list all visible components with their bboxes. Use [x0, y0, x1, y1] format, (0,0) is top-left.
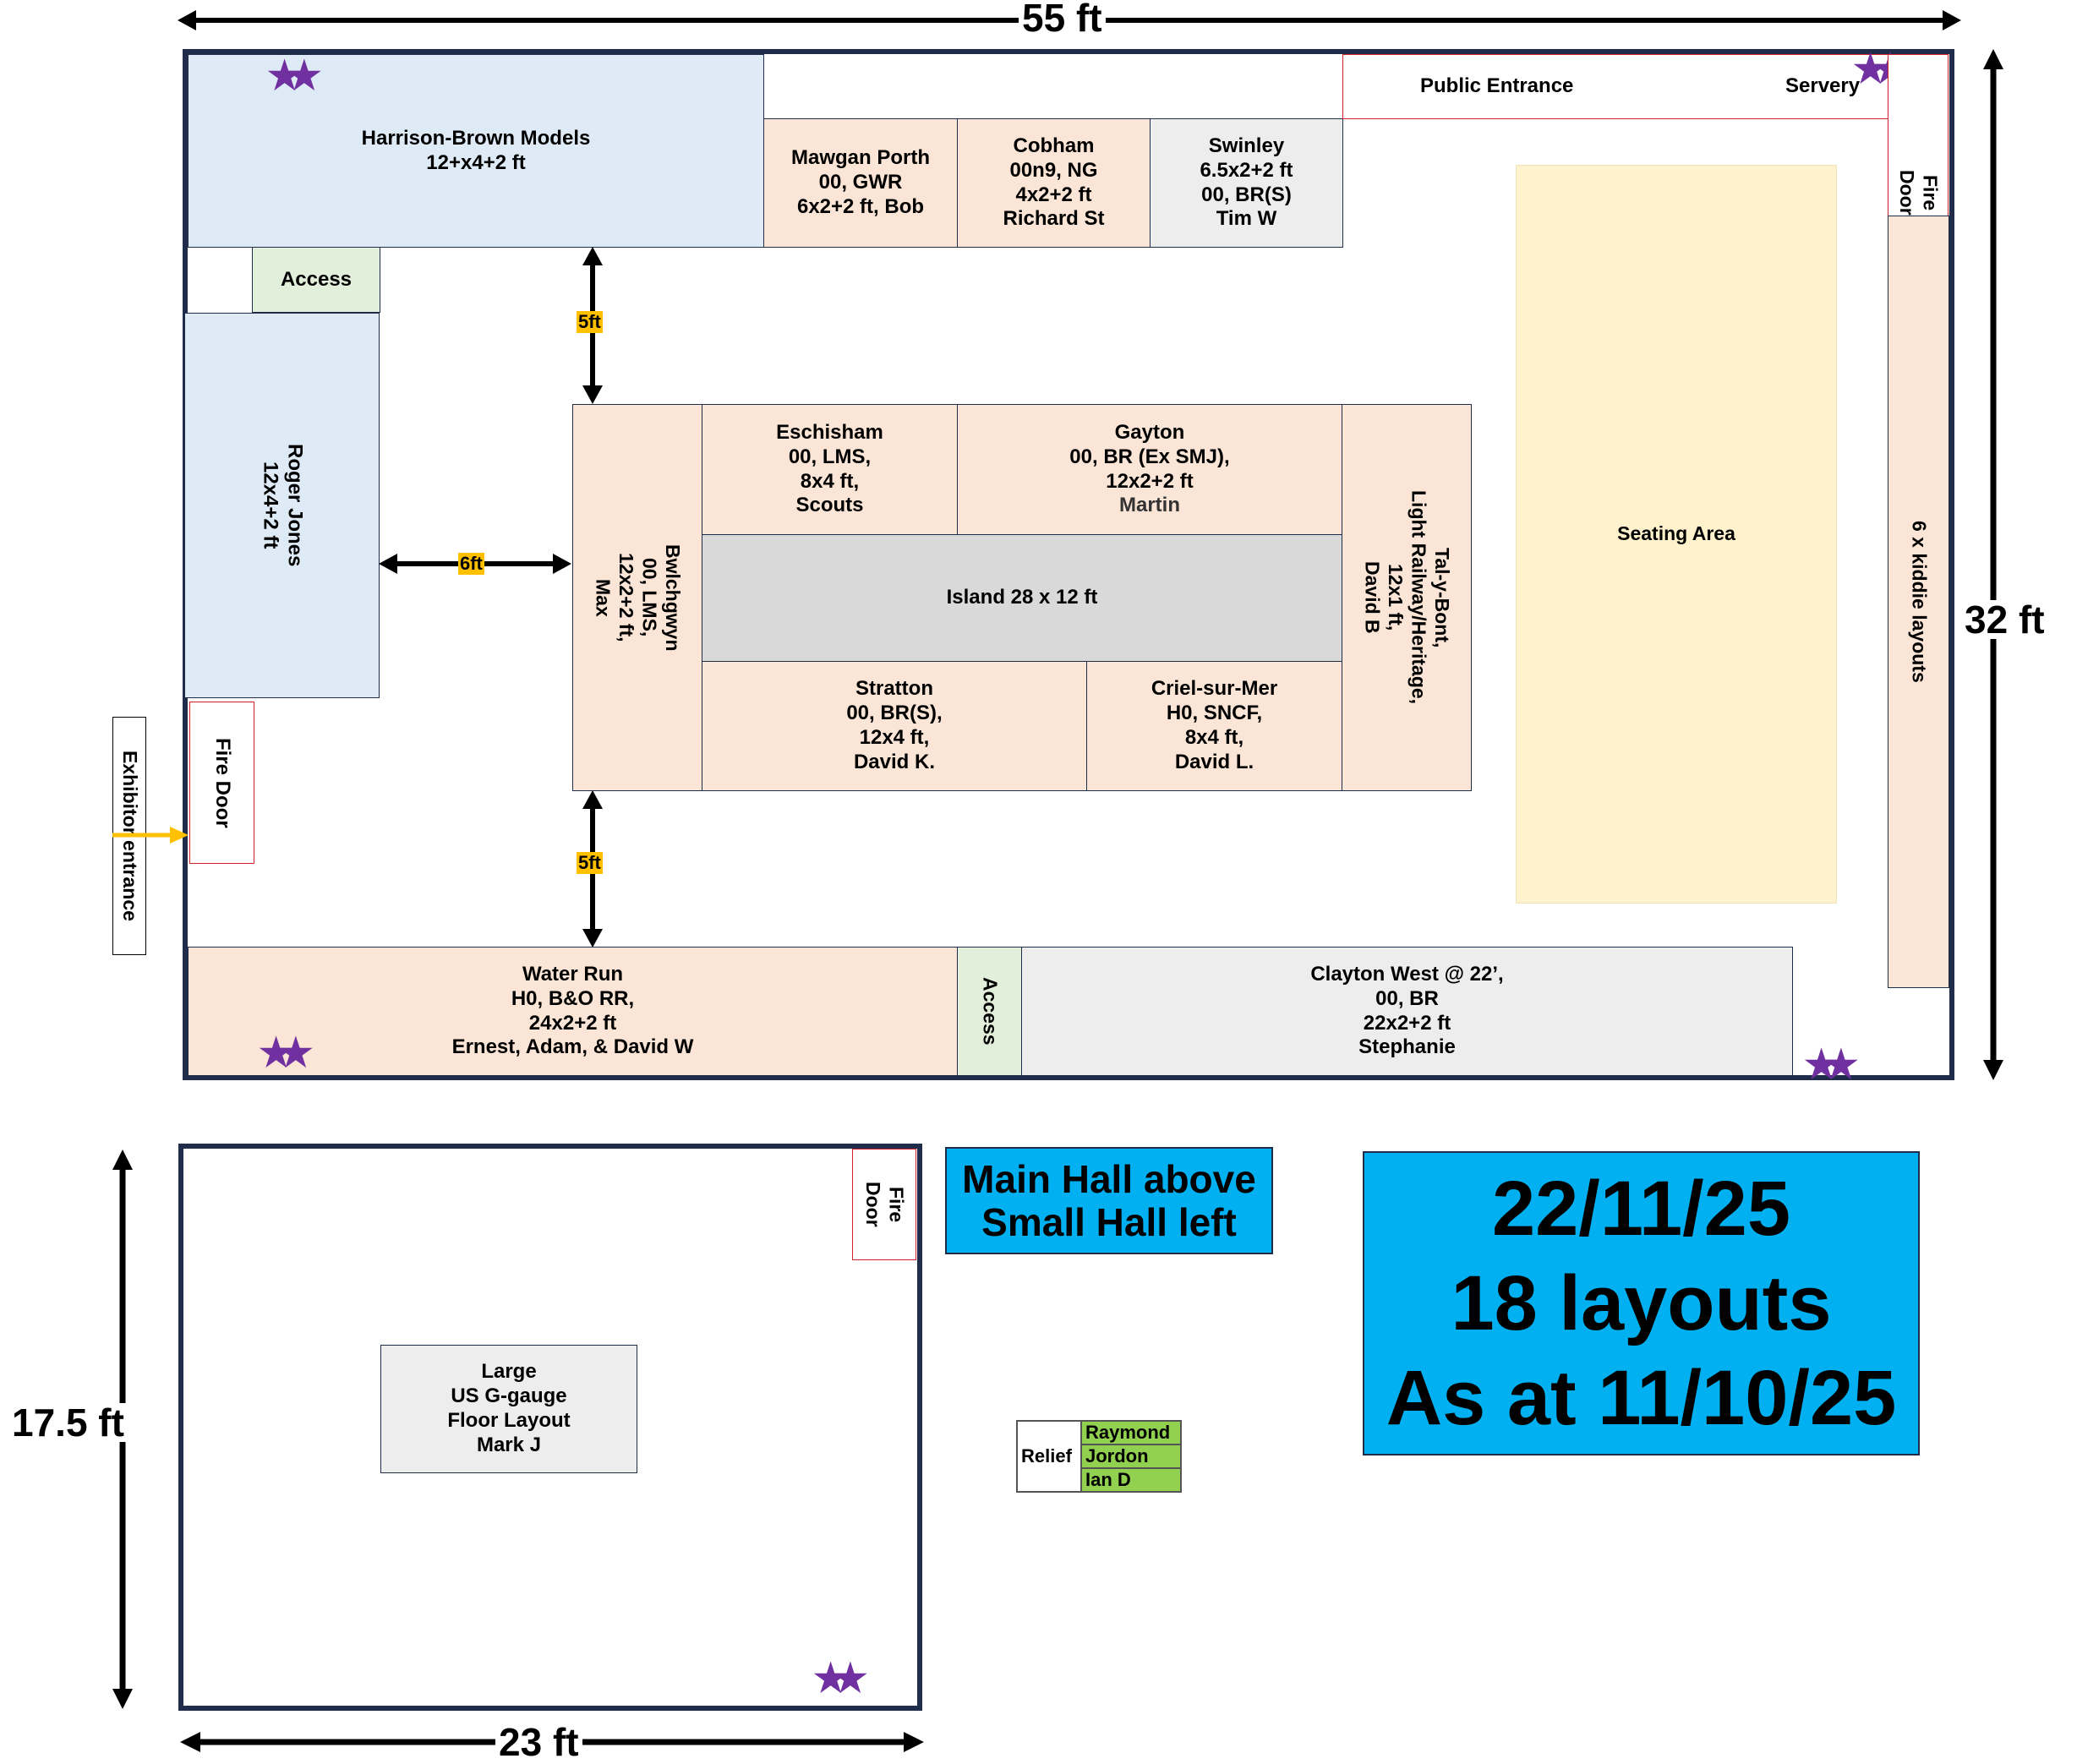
small-hall-fire-door[interactable]: Fire Door — [852, 1149, 916, 1260]
layout-tal-y-bont[interactable]: Tal-y-Bont, Light Railway/Heritage, 12x1… — [1342, 404, 1472, 791]
relief-name: Raymond — [1080, 1420, 1182, 1445]
servery-label: Servery — [1785, 74, 1861, 97]
access-top[interactable]: Access — [252, 247, 380, 313]
main-width-label: 55 ft — [1019, 0, 1106, 37]
star-marker-icon: ★★ — [1853, 46, 1908, 90]
relief-name: Ian D — [1080, 1467, 1182, 1493]
star-marker-icon: ★★ — [1804, 1042, 1859, 1086]
exhibitor-entrance-arrow — [112, 827, 189, 844]
layout-cobham[interactable]: Cobham 00n9, NG 4x2+2 ft Richard St — [957, 118, 1151, 248]
small-width-label: 23 ft — [495, 1723, 582, 1761]
island-area[interactable]: Island 28 x 12 ft — [702, 534, 1342, 662]
gap-bottom-label: 5ft — [577, 852, 603, 874]
layout-mawgan-porth[interactable]: Mawgan Porth 00, GWR 6x2+2 ft, Bob — [763, 118, 958, 248]
gayton-owner: Martin — [1119, 494, 1180, 517]
as-at-date: As at 11/10/25 — [1386, 1355, 1897, 1442]
hall-location-note: Main Hall above Small Hall left — [945, 1147, 1273, 1254]
star-marker-icon: ★★ — [813, 1656, 868, 1700]
gayton-details: Gayton 00, BR (Ex SMJ), 12x2+2 ft — [1069, 420, 1230, 493]
public-entrance-area[interactable] — [1342, 54, 1949, 119]
layout-roger-jones[interactable]: Roger Jones 12x4+2 ft — [184, 313, 380, 698]
relief-label: Relief — [1016, 1420, 1082, 1493]
height-dimension-arrow — [1983, 49, 2003, 1080]
star-marker-icon: ★★ — [259, 1030, 314, 1074]
kiddie-layouts[interactable]: 6 x kiddie layouts — [1888, 216, 1949, 988]
fire-door-left[interactable]: Fire Door — [189, 702, 254, 864]
layout-bwlchgwyn[interactable]: Bwlchgwyn 00, LMS, 12x2+2 ft, Max — [572, 404, 702, 791]
layout-stratton[interactable]: Stratton 00, BR(S), 12x4 ft, David K. — [702, 661, 1087, 791]
small-height-label: 17.5 ft — [8, 1403, 128, 1442]
gap-top-label: 5ft — [577, 311, 603, 333]
layout-harrison-brown[interactable]: Harrison-Brown Models 12+x4+2 ft — [188, 54, 764, 248]
layout-water-run[interactable]: Water Run H0, B&O RR, 24x2+2 ft Ernest, … — [188, 947, 958, 1076]
layout-swinley[interactable]: Swinley 6.5x2+2 ft 00, BR(S) Tim W — [1150, 118, 1343, 248]
layout-eschisham[interactable]: Eschisham 00, LMS, 8x4 ft, Scouts — [702, 404, 958, 535]
small-hall-outline — [178, 1144, 922, 1711]
event-date: 22/11/25 — [1491, 1165, 1791, 1252]
main-height-label: 32 ft — [1961, 600, 2048, 639]
layout-g-gauge[interactable]: Large US G-gauge Floor Layout Mark J — [380, 1345, 637, 1473]
gap-side-label: 6ft — [458, 553, 484, 575]
layout-count: 18 layouts — [1451, 1259, 1832, 1346]
relief-name: Jordon — [1080, 1444, 1182, 1469]
layout-criel-sur-mer[interactable]: Criel-sur-Mer H0, SNCF, 8x4 ft, David L. — [1086, 661, 1342, 791]
layout-gayton[interactable]: Gayton 00, BR (Ex SMJ), 12x2+2 ft Martin — [957, 404, 1342, 535]
access-bottom[interactable]: Access — [957, 947, 1022, 1076]
star-marker-icon: ★★ — [267, 53, 322, 97]
seating-area[interactable]: Seating Area — [1516, 165, 1837, 904]
event-info-box: 22/11/25 18 layouts As at 11/10/25 — [1363, 1151, 1920, 1455]
relief-table: Relief Raymond Jordon Ian D — [1016, 1420, 1182, 1493]
fire-door-right[interactable]: Fire Door — [1888, 54, 1949, 216]
public-entrance-label: Public Entrance — [1420, 74, 1574, 97]
layout-clayton-west[interactable]: Clayton West @ 22’, 00, BR 22x2+2 ft Ste… — [1021, 947, 1793, 1076]
